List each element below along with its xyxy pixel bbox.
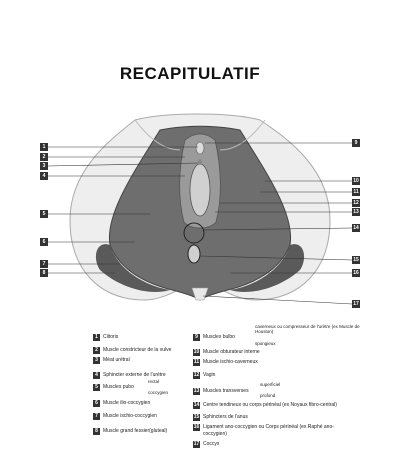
legend-label: Muscle obturateur interne xyxy=(203,349,260,355)
callout-11: 11 xyxy=(352,188,360,196)
legend-label: Méat urétral xyxy=(103,357,130,363)
legend-number: 17 xyxy=(193,441,200,448)
legend-label: Muscle grand fessier(gluteal) xyxy=(103,428,168,434)
legend-label: Muscles bulbo xyxy=(203,334,235,340)
legend-sub-top: superficiel xyxy=(260,382,281,387)
callout-16: 16 xyxy=(352,269,360,277)
gluteal-right xyxy=(230,244,305,292)
callout-2: 2 xyxy=(40,153,48,161)
gluteal-left xyxy=(95,244,170,292)
callout-9: 9 xyxy=(352,139,360,147)
legend-sub-bottom: coccygien xyxy=(148,390,169,395)
callout-12: 12 xyxy=(352,199,360,207)
legend-sub-top: rectal xyxy=(148,379,160,384)
legend-label: Centre tendineux ou corps périnéal (ex N… xyxy=(203,402,337,408)
legend-label: Muscle constricteur de la vulve xyxy=(103,347,172,353)
anus-shape xyxy=(187,244,201,264)
callout-14: 14 xyxy=(352,224,360,232)
meatus-shape xyxy=(198,159,202,165)
bone-arc xyxy=(134,119,266,151)
page-title: RECAPITULATIF xyxy=(119,64,261,83)
callout-8: 8 xyxy=(40,269,48,277)
clitoris-shape xyxy=(195,141,205,155)
legend-label: Muscles pubo xyxy=(103,384,134,390)
legend-label: Sphincters de l'anus xyxy=(203,414,248,420)
legend-label: Sphincter externe de l'urètre xyxy=(103,372,166,378)
legend-number: 9 xyxy=(193,334,200,341)
legend-number: 8 xyxy=(93,428,100,435)
perineal-body-circle xyxy=(183,222,205,244)
callout-3: 3 xyxy=(40,162,48,170)
callout-5: 5 xyxy=(40,210,48,218)
callout-10: 10 xyxy=(352,177,360,185)
legend-label: Muscle ilio-coccygien xyxy=(103,400,151,406)
legend-sub-bottom: spongieux xyxy=(255,341,276,346)
legend-label: Clitoris xyxy=(103,334,119,340)
legend-number: 11 xyxy=(193,359,200,366)
legend-number: 10 xyxy=(193,349,200,356)
callout-7: 7 xyxy=(40,260,48,268)
legend-number: 6 xyxy=(93,400,100,407)
callout-15: 15 xyxy=(352,256,360,264)
legend-number: 1 xyxy=(93,334,100,341)
legend-label: Muscle ischio-caverneux xyxy=(203,359,258,365)
callout-17: 17 xyxy=(352,300,360,308)
legend-label: Muscle ischio-coccygien xyxy=(103,413,157,419)
legend-number: 3 xyxy=(93,357,100,364)
legend-number: 13 xyxy=(193,388,200,395)
callout-13: 13 xyxy=(352,208,360,216)
legend-label: Vagin xyxy=(203,372,216,378)
legend-number: 15 xyxy=(193,414,200,421)
legend-label: Coccyx xyxy=(203,441,220,447)
legend-label: Ligament ano-coccygien ou Corps périnéal… xyxy=(203,424,334,437)
legend-number: 16 xyxy=(193,424,200,431)
legend-sub-top: caverneux ou compresseur de l'urètre (ex… xyxy=(255,324,360,334)
legend-sub-bottom: profond xyxy=(260,393,276,398)
callout-6: 6 xyxy=(40,238,48,246)
legend-label: Muscles transverses xyxy=(203,388,249,394)
callout-4: 4 xyxy=(40,172,48,180)
vagina-shape xyxy=(189,163,211,217)
legend-number: 2 xyxy=(93,347,100,354)
legend-number: 14 xyxy=(193,402,200,409)
legend-number: 7 xyxy=(93,413,100,420)
coccyx-shape xyxy=(191,287,209,301)
legend-number: 12 xyxy=(193,372,200,379)
legend-number: 5 xyxy=(93,384,100,391)
callout-1: 1 xyxy=(40,143,48,151)
legend-number: 4 xyxy=(93,372,100,379)
